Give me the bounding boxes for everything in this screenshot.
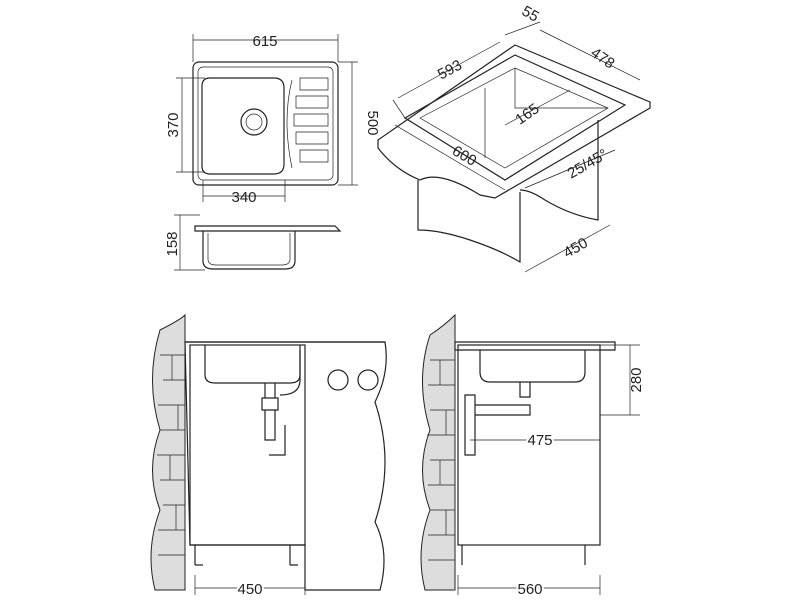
front-section: 450 <box>150 313 387 600</box>
dim-depth: 500 <box>364 110 381 135</box>
dim-width: 615 <box>252 33 277 50</box>
side-section: 280 475 560 <box>420 313 645 600</box>
dim-bowl-width: 340 <box>231 189 256 206</box>
dim-depth-below: 280 <box>628 367 645 392</box>
dim-edge: 55 <box>519 3 542 26</box>
dim-cutout-depth: 478 <box>587 44 617 72</box>
dim-bowl-depth: 370 <box>165 112 182 137</box>
drainboard-ribs <box>286 77 329 169</box>
dim-side-cabinet-depth: 560 <box>517 581 542 598</box>
side-view: 158 <box>164 214 342 271</box>
dim-cutout-length: 593 <box>435 57 465 84</box>
dim-siphon-offset: 475 <box>527 432 552 449</box>
dim-front-cabinet-width: 450 <box>237 581 262 598</box>
dim-height: 158 <box>164 231 181 256</box>
dim-cabinet-depth: 450 <box>561 234 591 261</box>
plan-view: 615 370 500 340 <box>165 33 381 206</box>
isometric-view: 593 55 478 165 600 25/45° 450 <box>377 3 651 273</box>
